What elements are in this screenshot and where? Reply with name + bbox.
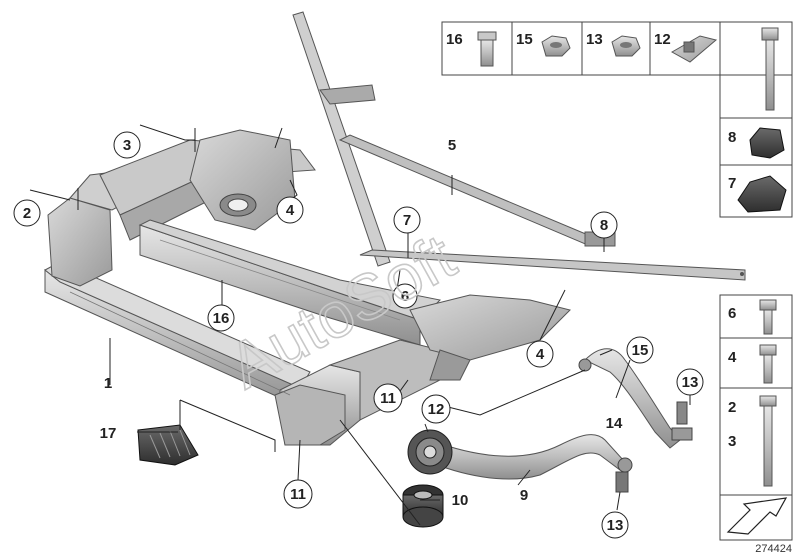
svg-text:6: 6: [401, 288, 409, 305]
plain-labels: 1 5 9 10 14 17: [100, 137, 623, 509]
svg-text:7: 7: [403, 212, 411, 229]
svg-text:13: 13: [607, 517, 624, 534]
label-1: 1: [104, 375, 112, 392]
svg-text:6: 6: [728, 305, 736, 322]
svg-text:15: 15: [516, 31, 533, 48]
svg-text:4: 4: [728, 349, 737, 366]
svg-text:2: 2: [23, 205, 31, 222]
label-14: 14: [606, 415, 623, 432]
label-10: 10: [452, 492, 469, 509]
callout-4-lower[interactable]: 4: [526, 340, 554, 368]
front-axle-carrier: [44, 129, 571, 446]
direction-arrow: [719, 494, 793, 541]
cell-2-3[interactable]: 2 3: [728, 395, 777, 487]
label-9: 9: [520, 487, 528, 504]
label-5: 5: [448, 137, 456, 154]
svg-text:11: 11: [290, 486, 306, 503]
svg-text:11: 11: [380, 390, 396, 407]
cell-12[interactable]: 12: [654, 31, 718, 63]
cell-6[interactable]: 6: [728, 299, 777, 335]
svg-text:13: 13: [682, 374, 699, 391]
svg-text:3: 3: [728, 433, 736, 450]
rubber-mount: [402, 484, 444, 528]
svg-text:4: 4: [536, 346, 545, 363]
cell-16[interactable]: 16: [446, 31, 497, 67]
svg-text:12: 12: [654, 31, 671, 48]
callout-11-center[interactable]: 11: [373, 383, 403, 413]
callout-7[interactable]: 7: [393, 206, 421, 234]
callout-15[interactable]: 15: [626, 336, 654, 364]
leader-lines: [29, 124, 691, 526]
callout-3[interactable]: 3: [113, 131, 141, 159]
diagram-number: 274424: [755, 543, 792, 555]
cell-7[interactable]: 7: [728, 175, 787, 213]
svg-text:7: 7: [728, 175, 736, 192]
arrow-icon: [726, 497, 788, 535]
svg-text:15: 15: [632, 342, 649, 359]
cell-8[interactable]: 8: [728, 127, 785, 159]
cell-15[interactable]: 15: [516, 31, 571, 57]
svg-text:8: 8: [600, 217, 608, 234]
callouts: 3 2 4 16 11 8 7 6 4 11 12 15 13 13: [13, 131, 704, 539]
tension-strut: [578, 348, 693, 449]
callout-12[interactable]: 12: [421, 394, 451, 424]
callout-13-upper[interactable]: 13: [676, 368, 704, 396]
callout-6[interactable]: 6: [392, 283, 418, 309]
svg-text:13: 13: [586, 31, 603, 48]
svg-text:12: 12: [428, 401, 445, 418]
splash-shield: [137, 424, 199, 466]
svg-text:4: 4: [286, 202, 295, 219]
bolt-11-icon: [761, 27, 779, 111]
cell-4[interactable]: 4: [728, 344, 777, 384]
svg-text:2: 2: [728, 399, 736, 416]
callout-4-upper[interactable]: 4: [276, 196, 304, 224]
parts-table-right-lower: 6 4 2 3: [719, 294, 793, 496]
cell-13[interactable]: 13: [586, 31, 641, 57]
svg-text:16: 16: [446, 31, 463, 48]
callout-13-lower[interactable]: 13: [601, 511, 629, 539]
parts-table-right-upper: 8 7: [719, 21, 793, 218]
wishbone: [407, 429, 633, 493]
svg-text:3: 3: [123, 137, 131, 154]
callout-8[interactable]: 8: [590, 211, 618, 239]
svg-text:16: 16: [213, 310, 230, 327]
label-17: 17: [100, 425, 117, 442]
svg-text:8: 8: [728, 129, 736, 146]
callout-2[interactable]: 2: [13, 199, 41, 227]
strut-brace: [292, 11, 746, 281]
callout-16-main[interactable]: 16: [207, 304, 235, 332]
callout-11-left[interactable]: 11: [283, 479, 313, 509]
